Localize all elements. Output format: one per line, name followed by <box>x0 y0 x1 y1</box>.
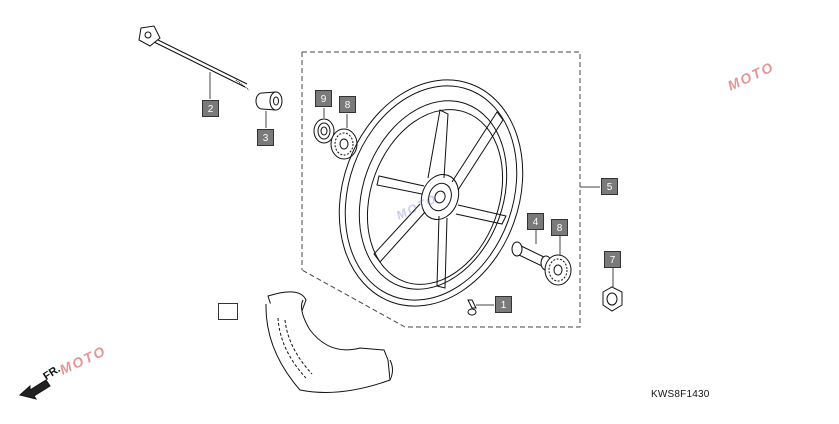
callout-7: 7 <box>604 251 621 268</box>
callout-blank <box>218 303 238 320</box>
front-direction-arrow <box>18 379 51 400</box>
callout-3: 3 <box>257 129 274 146</box>
callout-9: 9 <box>315 90 332 107</box>
callout-1: 1 <box>495 296 512 313</box>
dust-seal <box>313 118 335 144</box>
callout-2: 2 <box>202 100 219 117</box>
drawing-code: KWS8F1430 <box>651 389 710 400</box>
axle-nut <box>602 286 623 312</box>
callout-4: 4 <box>527 213 544 230</box>
leader-lines <box>209 72 614 306</box>
axle-shaft <box>138 25 250 91</box>
assembly-outline <box>301 51 581 328</box>
distance-collar <box>511 241 552 271</box>
callout-8-left: 8 <box>339 96 356 113</box>
collar-part <box>255 91 283 111</box>
bearing-right <box>544 254 572 286</box>
callout-5: 5 <box>601 178 618 195</box>
callout-8-right: 8 <box>551 219 568 236</box>
bearing-left <box>330 128 358 160</box>
wheel-rim <box>338 79 524 316</box>
tire-section <box>265 291 393 393</box>
